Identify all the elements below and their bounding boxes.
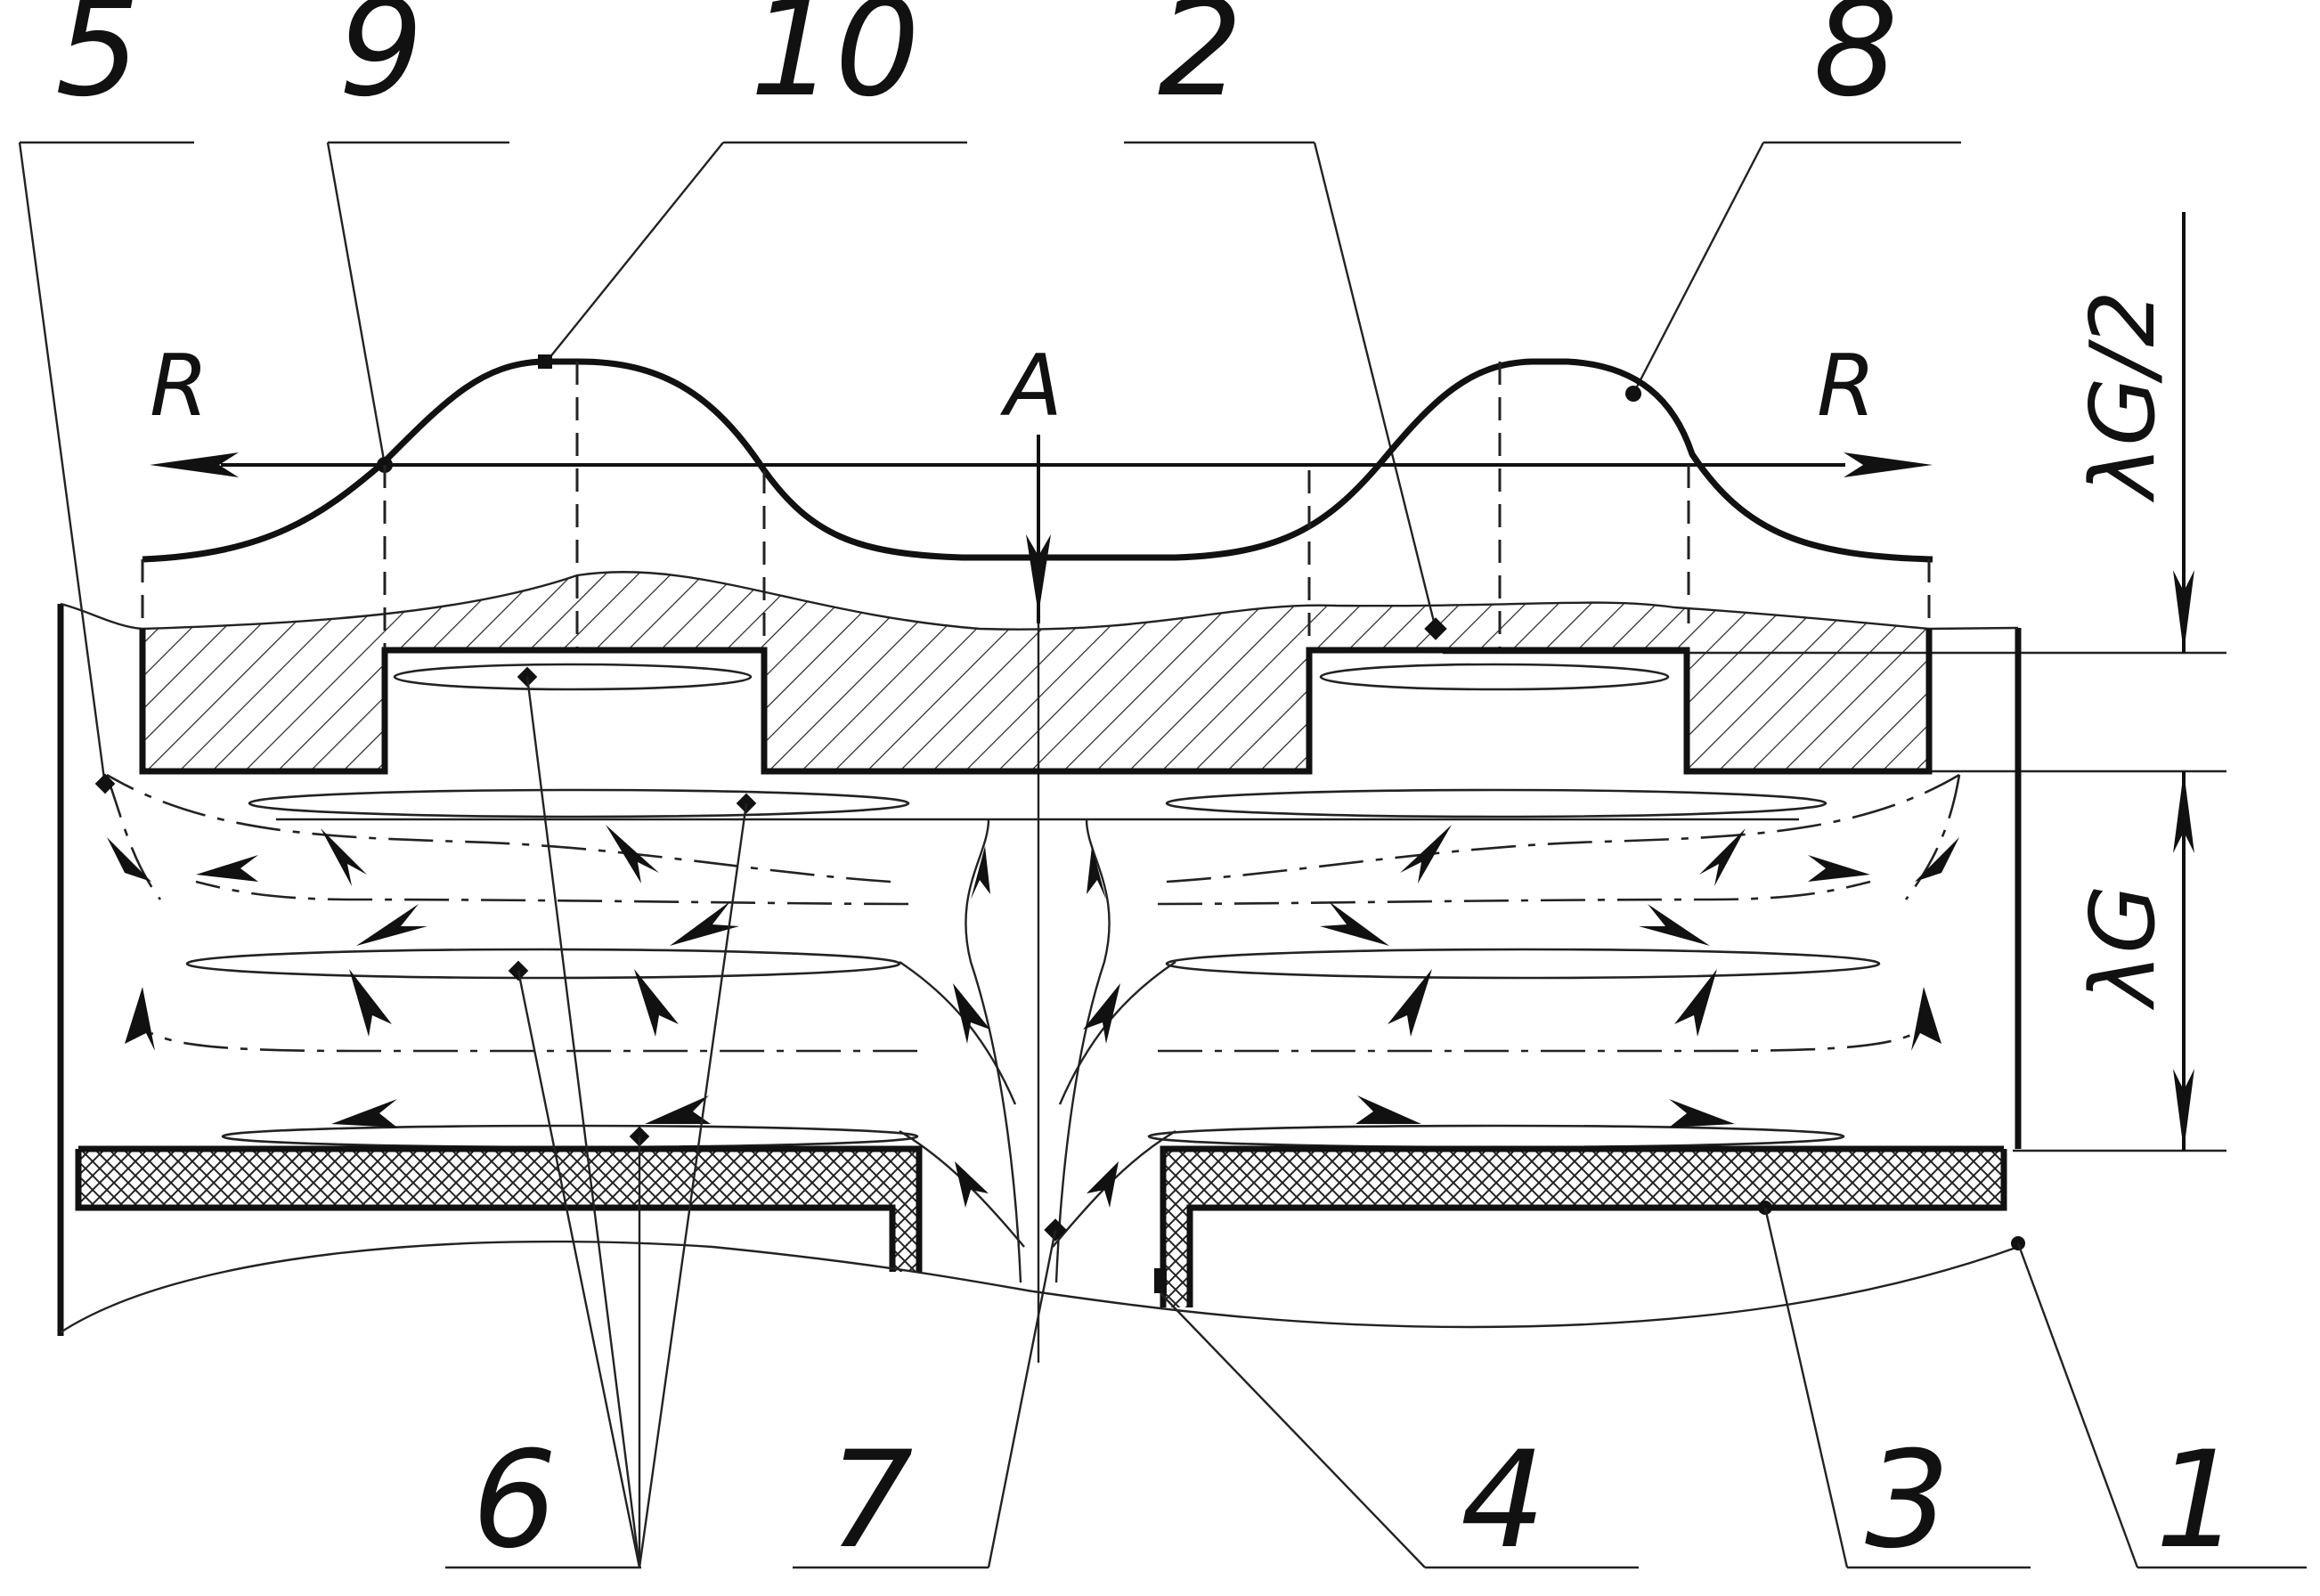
top-wavy-boundary [60,570,2019,631]
label-r-right: R [1817,338,1876,436]
field-profile-curve [142,358,1933,563]
label-10: 10 [750,0,920,126]
groove-ellipse-right [1319,663,1670,691]
flow-arrowheads [107,825,1959,1208]
arrow-right-head [1844,452,1933,477]
label-7: 7 [828,1423,913,1578]
label-lambda: λG [2071,884,2175,1011]
grooved-electrode-outline [139,629,1933,775]
plasma-layers [185,788,1881,1149]
label-9: 9 [338,0,423,126]
label-8: 8 [1813,0,1898,126]
bottom-electrode-right [1160,1145,2007,1307]
label-1: 1 [2155,1423,2240,1578]
label-3: 3 [1865,1423,1950,1578]
flow-lines [105,773,1961,1053]
point-5-marker [94,773,116,794]
bottom-electrode-left-fill [78,1149,919,1272]
label-6: 6 [472,1423,557,1578]
bottom-electrode-right-fill [1163,1149,2004,1307]
bottom-wavy-boundary [60,1240,2019,1334]
axis-a-arrowhead [1026,534,1051,615]
arrow-left-head [150,452,239,477]
point-8-marker [1625,386,1641,402]
point-4-marker [1154,1268,1167,1293]
point-10-marker [538,354,552,369]
label-5: 5 [55,0,140,126]
groove-ellipse-left [393,663,753,691]
label-a: A [999,338,1062,436]
label-lambda-half: λG/2 [2071,290,2175,503]
bottom-electrode-left [75,1145,923,1272]
top-layer-fill [142,572,1929,771]
label-4: 4 [1461,1423,1545,1578]
label-2: 2 [1158,0,1242,126]
label-r-left: R [150,338,208,436]
bottom-leaders [445,676,2307,1569]
top-leaders [18,141,1961,786]
